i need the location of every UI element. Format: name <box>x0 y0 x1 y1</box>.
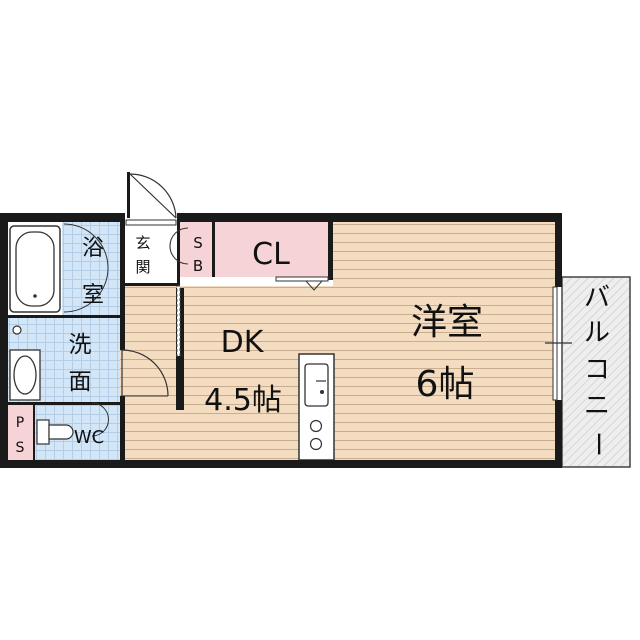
balcony-label-3: コ <box>584 355 610 385</box>
bath-door[interactable] <box>63 223 109 313</box>
ps-label-1: P <box>16 415 24 431</box>
ps-label-2: S <box>16 440 25 456</box>
balcony <box>561 276 631 468</box>
shoe-box-area <box>180 222 212 277</box>
entrance-step <box>125 219 177 226</box>
dk-size-label: 4.5帖 <box>204 383 282 418</box>
balcony-label-4: ニ <box>584 391 610 421</box>
bathtub <box>9 225 61 313</box>
entrance-floor <box>125 220 177 286</box>
washbasin <box>9 325 41 401</box>
wc-door[interactable] <box>91 402 109 437</box>
bath-floor <box>62 222 120 316</box>
kitchen-counter <box>298 353 335 461</box>
shoe-box-door[interactable] <box>169 227 189 265</box>
bath-label-1: 浴 <box>82 236 104 261</box>
balcony-label-5: ー <box>582 431 612 457</box>
western-room-floor <box>333 220 555 460</box>
balcony-label-1: バ <box>584 283 610 313</box>
entrance-label-1: 玄 <box>135 234 150 252</box>
ps-area <box>8 405 33 460</box>
bath-label-2: 室 <box>82 283 104 308</box>
western-room-size-label: 6帖 <box>416 364 475 405</box>
closet-label: CL <box>252 237 290 272</box>
wc-label: WC <box>74 427 104 448</box>
shoe-box-label-1: S <box>193 234 203 252</box>
balcony-label-2: ル <box>584 318 610 348</box>
partitions <box>176 276 572 401</box>
washroom-label-2: 面 <box>69 369 92 395</box>
toilet <box>36 419 74 445</box>
western-room-label: 洋室 <box>411 302 483 343</box>
closet-area <box>215 222 328 277</box>
dk-label: DK <box>221 325 265 360</box>
shoe-box-label-2: B <box>193 257 203 275</box>
entrance-label-2: 関 <box>135 258 150 276</box>
entrance-door[interactable] <box>129 173 177 219</box>
washroom-door[interactable] <box>121 349 169 397</box>
washroom-label-1: 洗 <box>69 332 92 358</box>
